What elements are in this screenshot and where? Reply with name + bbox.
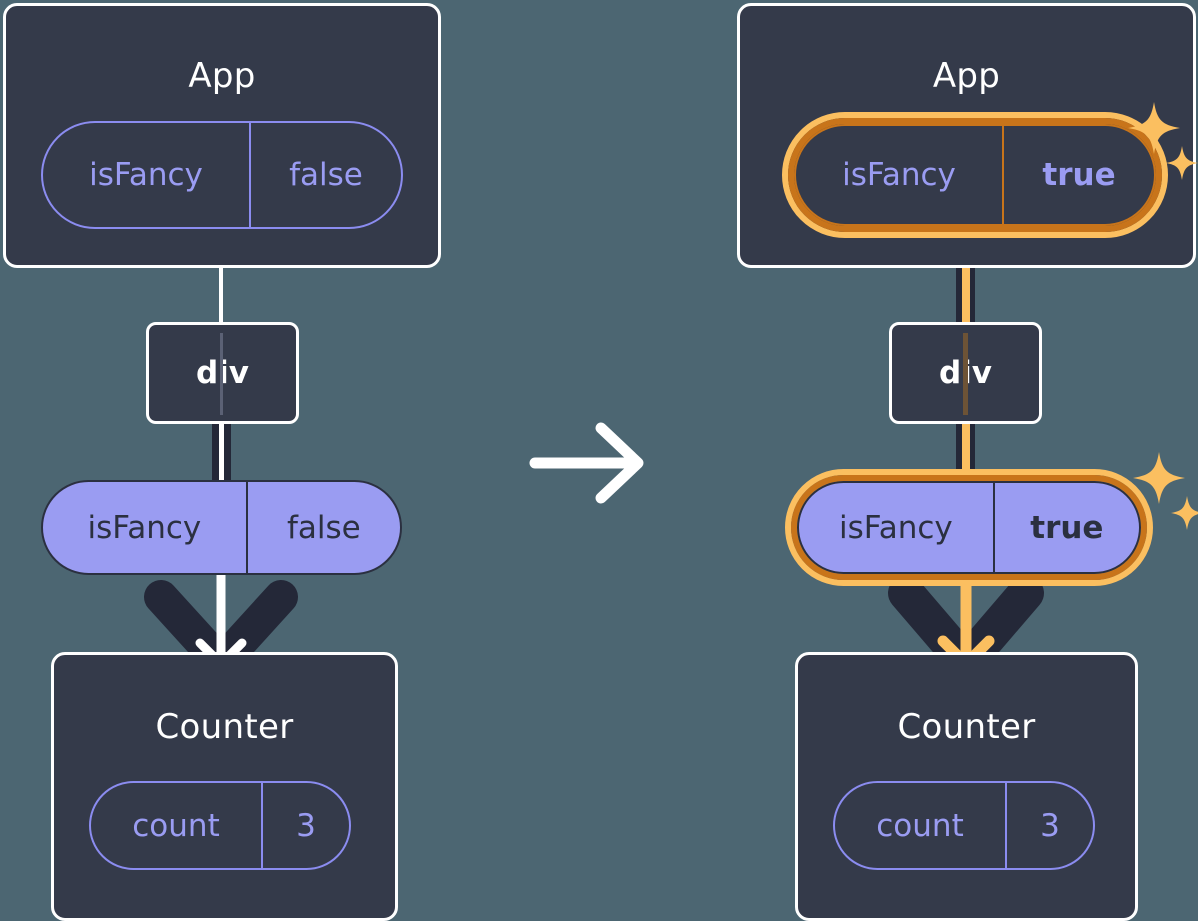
app-node-title-left: App [188, 56, 256, 96]
sparkle-icon-props-right [1133, 452, 1198, 530]
connector-div-to-props-core-left [219, 421, 224, 485]
counter-state-pill-right[interactable]: count 3 [833, 781, 1095, 870]
app-state-pill-key-right: isFancy [842, 157, 956, 193]
props-pill-value-right: true [992, 483, 1139, 572]
sparkle-icon-app-right [1128, 102, 1198, 180]
app-state-pill-key-left: isFancy [89, 157, 203, 193]
app-state-pill-value-left: false [249, 123, 401, 227]
connector-through-div-right [963, 333, 968, 415]
counter-node-title-left: Counter [155, 707, 294, 747]
counter-state-pill-value-left: 3 [261, 783, 349, 868]
props-pill-key-right: isFancy [838, 509, 953, 546]
app-state-pill-right[interactable]: isFancy true [794, 124, 1156, 226]
connector-app-to-div-core-right [962, 230, 970, 325]
connector-app-to-div-left [219, 230, 223, 325]
props-pill-left[interactable]: isFancy false [41, 480, 402, 575]
counter-node-title-right: Counter [897, 707, 1036, 747]
app-state-pill-value-right: true [1002, 126, 1154, 224]
connector-through-div-left [220, 333, 223, 415]
counter-state-pill-key-left: count [132, 807, 220, 844]
app-node-title-right: App [932, 56, 1001, 96]
app-state-pill-left[interactable]: isFancy false [41, 121, 403, 229]
right-arrow-icon [529, 422, 644, 504]
counter-state-pill-value-right: 3 [1005, 783, 1093, 868]
props-pill-key-left: isFancy [87, 509, 202, 546]
connector-div-to-props-core-right [962, 421, 970, 485]
props-pill-value-left: false [245, 482, 400, 573]
counter-state-pill-key-right: count [876, 807, 964, 844]
counter-state-pill-left[interactable]: count 3 [89, 781, 351, 870]
props-pill-right[interactable]: isFancy true [797, 481, 1141, 574]
